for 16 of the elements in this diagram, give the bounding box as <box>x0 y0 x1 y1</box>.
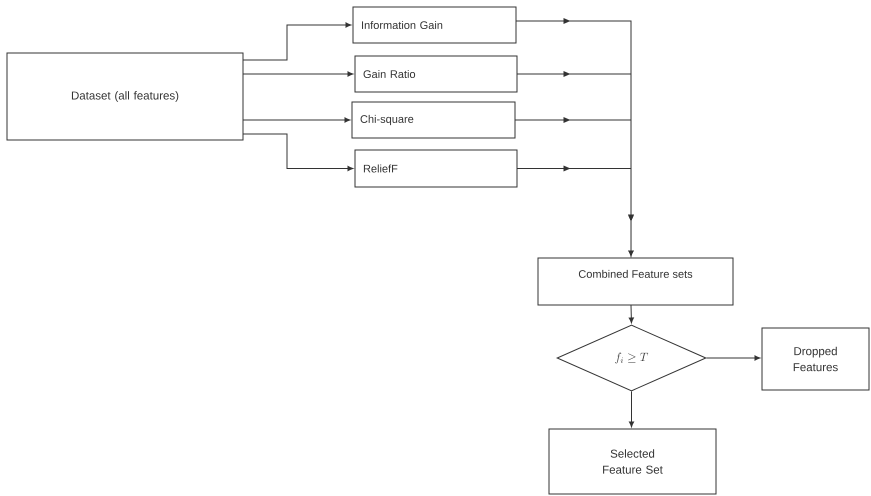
arrow <box>243 134 354 172</box>
process-box: Combined Feature sets <box>538 258 734 306</box>
arrow <box>628 305 634 324</box>
method-box: Information Gain <box>352 6 516 44</box>
result-box: Dropped Features <box>762 328 870 390</box>
arrow <box>243 22 352 60</box>
arrow <box>517 166 634 256</box>
method-box: ReliefF <box>354 150 518 188</box>
arrow <box>628 391 634 428</box>
result-box: Selected Feature Set <box>548 428 716 494</box>
arrow <box>243 71 354 77</box>
dataset-box: Dataset (all features) <box>6 52 244 140</box>
method-box: Chi-square <box>352 102 516 138</box>
arrow <box>243 117 350 123</box>
arrow <box>706 355 760 361</box>
method-box: Gain Ratio <box>354 56 518 92</box>
